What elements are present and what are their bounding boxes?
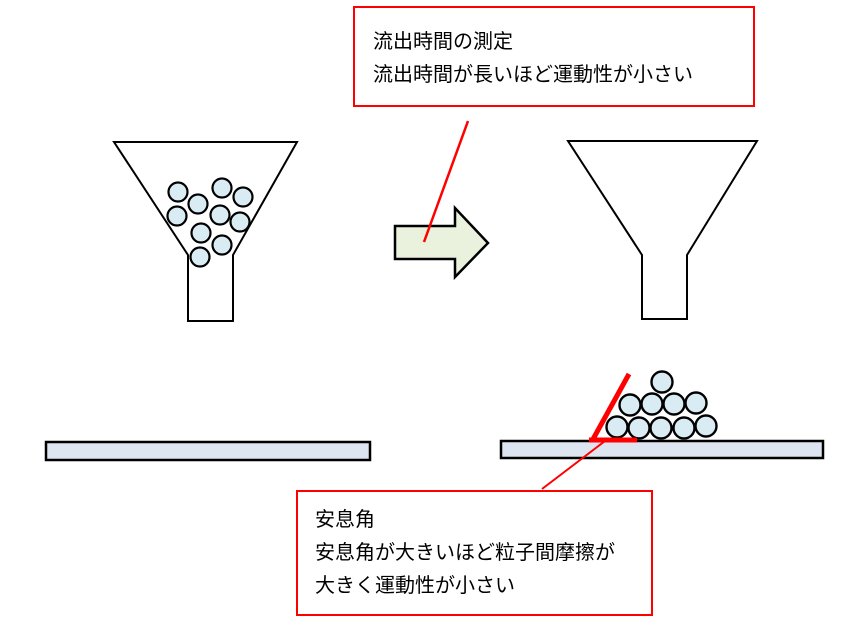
right-funnel (566, 140, 759, 320)
pile-particle (649, 416, 673, 440)
outflow-time-callout-box: 流出時間の測定 流出時間が長いほど運動性が小さい (353, 6, 755, 107)
left-funnel-particle (209, 204, 231, 226)
pile-particle (684, 391, 708, 415)
repose-callout-line-3: 大きく運動性が小さい (315, 575, 515, 597)
repose-callout-line-1: 安息角 (315, 509, 375, 531)
left-funnel-particle (167, 181, 189, 203)
pile-particle (605, 415, 629, 439)
left-funnel-particle (189, 246, 211, 268)
angle-of-repose-callout-box: 安息角 安息角が大きいほど粒子間摩擦が 大きく運動性が小さい (296, 490, 653, 616)
left-funnel-particle (166, 205, 188, 227)
pile-particle (694, 414, 718, 438)
pile-particle (662, 392, 686, 416)
pile-particle (672, 416, 696, 440)
outflow-callout-line (422, 120, 470, 243)
left-funnel-particle (187, 193, 209, 215)
left-funnel-particle (232, 186, 254, 208)
right-arrow (393, 204, 490, 281)
left-funnel-particle (211, 177, 233, 199)
outflow-callout-line-2: 流出時間が長いほど運動性が小さい (373, 64, 693, 86)
repose-callout-line (541, 440, 606, 490)
left-funnel-particle (190, 222, 212, 244)
repose-angle-slant-line (589, 372, 632, 443)
pile-particle (650, 370, 674, 394)
right-plate (499, 439, 825, 460)
left-plate (44, 440, 372, 462)
pile-particle (627, 416, 651, 440)
left-funnel-particle (229, 211, 251, 233)
pile-particle (618, 393, 642, 417)
repose-callout-line-2: 安息角が大きいほど粒子間摩擦が (315, 542, 615, 564)
outflow-callout-line-1: 流出時間の測定 (373, 31, 513, 53)
left-funnel-particle (211, 234, 233, 256)
pile-particle (640, 392, 664, 416)
